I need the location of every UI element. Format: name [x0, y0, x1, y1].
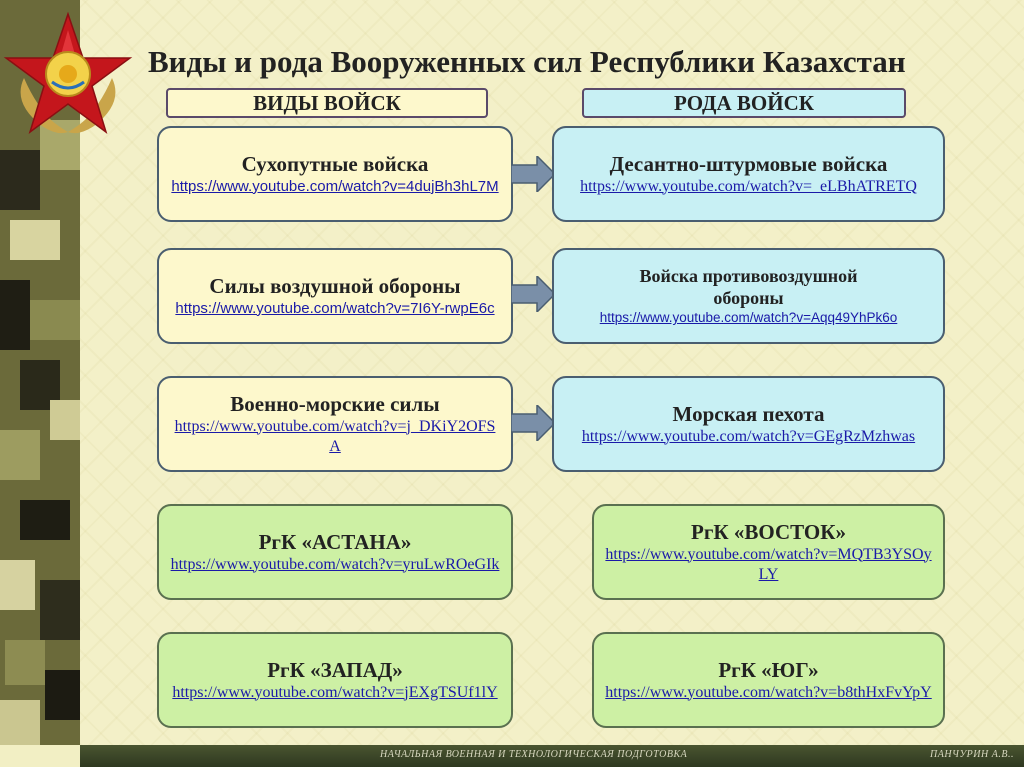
page-title: Виды и рода Вооруженных сил Республики К…	[148, 44, 906, 79]
video-link[interactable]: https://www.youtube.com/watch?v=yruLwROe…	[170, 555, 500, 573]
type-box-air-defense: Силы воздушной обороны https://www.youtu…	[157, 248, 513, 344]
slide-background	[80, 0, 1024, 745]
video-link[interactable]: https://www.youtube.com/watch?v=jEXgTSUf…	[172, 683, 498, 701]
command-box-zapad: РгК «ЗАПАД» https://www.youtube.com/watc…	[157, 632, 513, 728]
header-branches: РОДА ВОЙСК	[582, 88, 906, 118]
command-name: РгК «ЗАПАД»	[267, 657, 403, 682]
video-link[interactable]: https://www.youtube.com/watch?v=Aqq49YhP…	[599, 310, 898, 325]
command-box-vostok: РгК «ВОСТОК» https://www.youtube.com/wat…	[592, 504, 945, 600]
military-star-emblem-icon	[3, 11, 133, 134]
command-name: РгК «АСТАНА»	[258, 529, 412, 554]
video-link[interactable]: https://www.youtube.com/watch?v=GEgRzMzh…	[581, 427, 916, 445]
command-box-yug: РгК «ЮГ» https://www.youtube.com/watch?v…	[592, 632, 945, 728]
header-types: ВИДЫ ВОЙСК	[166, 88, 488, 118]
video-link[interactable]: https://www.youtube.com/watch?v=j_DKiY2O…	[174, 417, 496, 455]
branch-box-marines: Морская пехота https://www.youtube.com/w…	[552, 376, 945, 472]
branch-name: Десантно-штурмовые войска	[609, 151, 888, 176]
arrow-right-icon	[511, 276, 555, 312]
type-name: Силы воздушной обороны	[209, 273, 461, 298]
video-link[interactable]: https://www.youtube.com/watch?v=MQTB3YSO…	[605, 545, 932, 583]
camouflage-strip	[0, 0, 80, 745]
type-box-ground-forces: Сухопутные войска https://www.youtube.co…	[157, 126, 513, 222]
branch-name: Морская пехота	[672, 401, 825, 426]
command-box-astana: РгК «АСТАНА» https://www.youtube.com/wat…	[157, 504, 513, 600]
video-link[interactable]: https://www.youtube.com/watch?v=_eLBhATR…	[580, 177, 917, 195]
branch-box-air-defense-troops: Войска противовоздушной обороны https://…	[552, 248, 945, 344]
type-name: Сухопутные войска	[241, 151, 429, 176]
footer-course: НАЧАЛЬНАЯ ВОЕННАЯ И ТЕХНОЛОГИЧЕСКАЯ ПОДГ…	[380, 749, 688, 760]
video-link[interactable]: https://www.youtube.com/watch?v=b8thHxFv…	[605, 683, 932, 701]
type-name: Военно-морские силы	[230, 391, 440, 416]
video-link[interactable]: https://www.youtube.com/watch?v=4dujBh3h…	[171, 177, 499, 195]
arrow-right-icon	[511, 156, 555, 192]
command-name: РгК «ВОСТОК»	[691, 519, 846, 544]
footer-author: ПАНЧУРИН А.В..	[930, 749, 1014, 760]
branch-name: Войска противовоздушной обороны	[639, 266, 858, 308]
branch-box-air-assault: Десантно-штурмовые войска https://www.yo…	[552, 126, 945, 222]
command-name: РгК «ЮГ»	[718, 657, 819, 682]
type-box-navy: Военно-морские силы https://www.youtube.…	[157, 376, 513, 472]
arrow-right-icon	[511, 405, 555, 441]
footer-bar: НАЧАЛЬНАЯ ВОЕННАЯ И ТЕХНОЛОГИЧЕСКАЯ ПОДГ…	[80, 745, 1024, 767]
video-link[interactable]: https://www.youtube.com/watch?v=7I6Y-rwp…	[175, 299, 495, 317]
